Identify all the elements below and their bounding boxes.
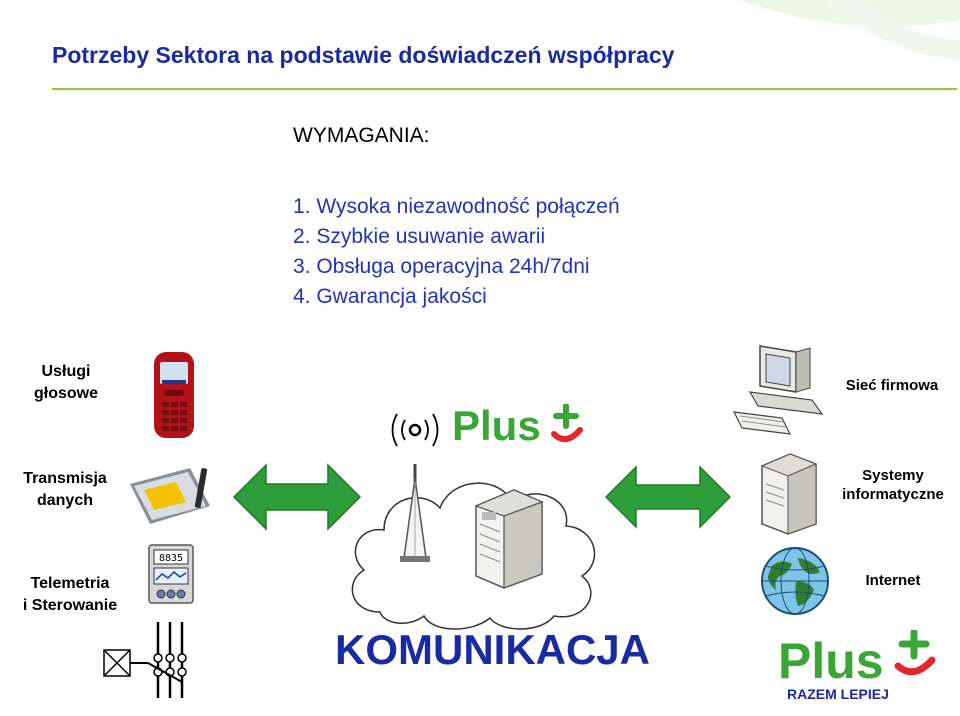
requirements-list: 1. Wysoka niezawodność połączeń 2. Szybk…: [293, 192, 620, 312]
double-arrow-icon: [604, 465, 732, 529]
svg-text:8835: 8835: [159, 553, 183, 564]
requirement-item: 1. Wysoka niezawodność połączeń: [293, 195, 620, 218]
antenna-signal-icon: [391, 413, 439, 447]
pc-card-modem-icon: [130, 468, 210, 524]
switchgear-icon: [103, 622, 187, 698]
brand-tagline: RAZEM LEPIEJ: [787, 686, 889, 702]
data-transmission-label: Transmisja danych: [23, 470, 107, 509]
tower-server-icon: [760, 453, 818, 535]
desktop-computer-icon: [732, 345, 824, 435]
server-icon: [474, 489, 544, 589]
double-arrow-icon: [232, 463, 362, 531]
slide-title: Potrzeby Sektora na podstawie doświadcze…: [52, 42, 675, 68]
corner-swoosh-decoration: [740, 0, 960, 60]
telemetry-meter-icon: 8835: [148, 544, 194, 604]
mobile-phone-icon: [154, 352, 194, 438]
komunikacja-heading: KOMUNIKACJA: [335, 626, 650, 673]
plus-logo-mark-icon: [551, 404, 583, 443]
antenna-tower-icon: [400, 464, 430, 562]
title-divider: [52, 88, 957, 90]
requirement-item: 4. Gwarancja jakości: [293, 285, 487, 308]
requirement-item: 3. Obsługa operacyjna 24h/7dni: [293, 255, 590, 278]
requirement-item: 2. Szybkie usuwanie awarii: [293, 225, 546, 248]
voice-services-label: Usługi głosowe: [33, 363, 98, 402]
corporate-network-label: Sieć firmowa: [845, 377, 939, 394]
center-plus-logo: Plus: [452, 402, 541, 449]
requirements-heading: WYMAGANIA:: [293, 124, 430, 147]
it-systems-label: Systemy informatyczne: [842, 467, 944, 503]
brand-plus-logo: Plus: [778, 633, 884, 689]
brand-plus-mark-icon: [894, 630, 936, 676]
telemetry-label: Telemetria i Sterowanie: [22, 575, 118, 614]
globe-icon: [761, 547, 829, 615]
internet-label: Internet: [865, 572, 921, 589]
